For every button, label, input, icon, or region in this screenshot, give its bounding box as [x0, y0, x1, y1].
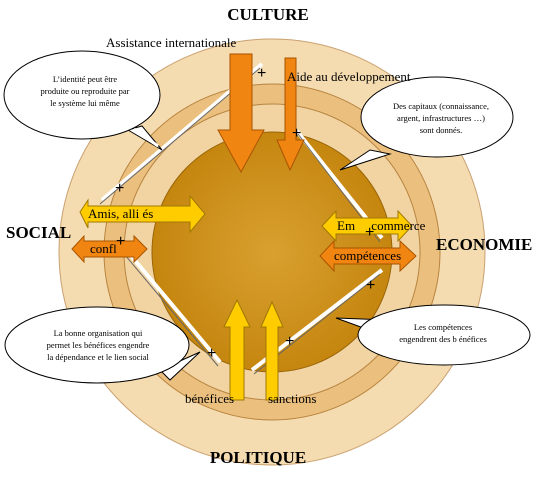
label-benefices: bénéfices — [185, 391, 234, 406]
bubble-competences — [335, 304, 531, 366]
bubble-capitaux-line2: argent, infrastructures …) — [397, 113, 485, 123]
label-competences: compétences — [334, 248, 401, 263]
plus-sign: + — [292, 125, 301, 142]
bubble-organisation — [4, 306, 201, 384]
bubble-capitaux — [339, 76, 514, 171]
label-assistance: Assistance internationale — [106, 35, 237, 50]
bubble-organisation-line3: la dépendance et le lien social — [47, 352, 149, 362]
label-amis: Amis, alli és — [88, 206, 153, 221]
direction-culture: CULTURE — [227, 5, 309, 24]
label-sanctions: sanctions — [268, 391, 316, 406]
arrow-aide — [276, 57, 305, 172]
label-aide: Aide au développement — [287, 69, 411, 84]
bubble-identite-line2: produite ou reproduite par — [41, 86, 130, 96]
direction-politique: POLITIQUE — [210, 448, 306, 467]
label-conflits: confl — [90, 241, 117, 256]
bubble-identite — [3, 50, 163, 151]
bubble-organisation-line2: permet les bénéfices engendre — [47, 340, 150, 350]
bubble-competences-line2: engendrent des b énéfices — [399, 334, 487, 344]
plus-sign: + — [365, 224, 374, 241]
arrow-amis — [79, 194, 206, 234]
bubble-identite-line1: L’identité peut être — [53, 74, 118, 84]
direction-social: SOCIAL — [6, 223, 71, 242]
bubble-competences-line1: Les compétences — [414, 322, 472, 332]
arrow-sanctions — [260, 300, 284, 401]
arrow-benefices — [223, 298, 251, 401]
arrow-emploi — [321, 209, 413, 243]
bubble-capitaux-line3: sont donnés. — [420, 125, 463, 135]
arrow-assistance — [217, 53, 265, 174]
plus-sign: + — [207, 345, 216, 362]
bubble-capitaux-line1: Des capitaux (connaissance, — [393, 101, 489, 111]
arrow-conflits — [71, 234, 148, 264]
plus-sign: + — [116, 233, 125, 250]
direction-economie: ECONOMIE — [436, 235, 532, 254]
bubble-identite-line3: le système lui même — [50, 98, 120, 108]
arrow-competences — [319, 239, 417, 273]
bubble-organisation-line1: La bonne organisation qui — [54, 328, 143, 338]
plus-sign: + — [257, 65, 266, 82]
plus-sign: + — [115, 180, 124, 197]
plus-sign: + — [285, 333, 294, 350]
label-emploi: Em commerce — [337, 218, 426, 233]
plus-sign: + — [366, 277, 375, 294]
